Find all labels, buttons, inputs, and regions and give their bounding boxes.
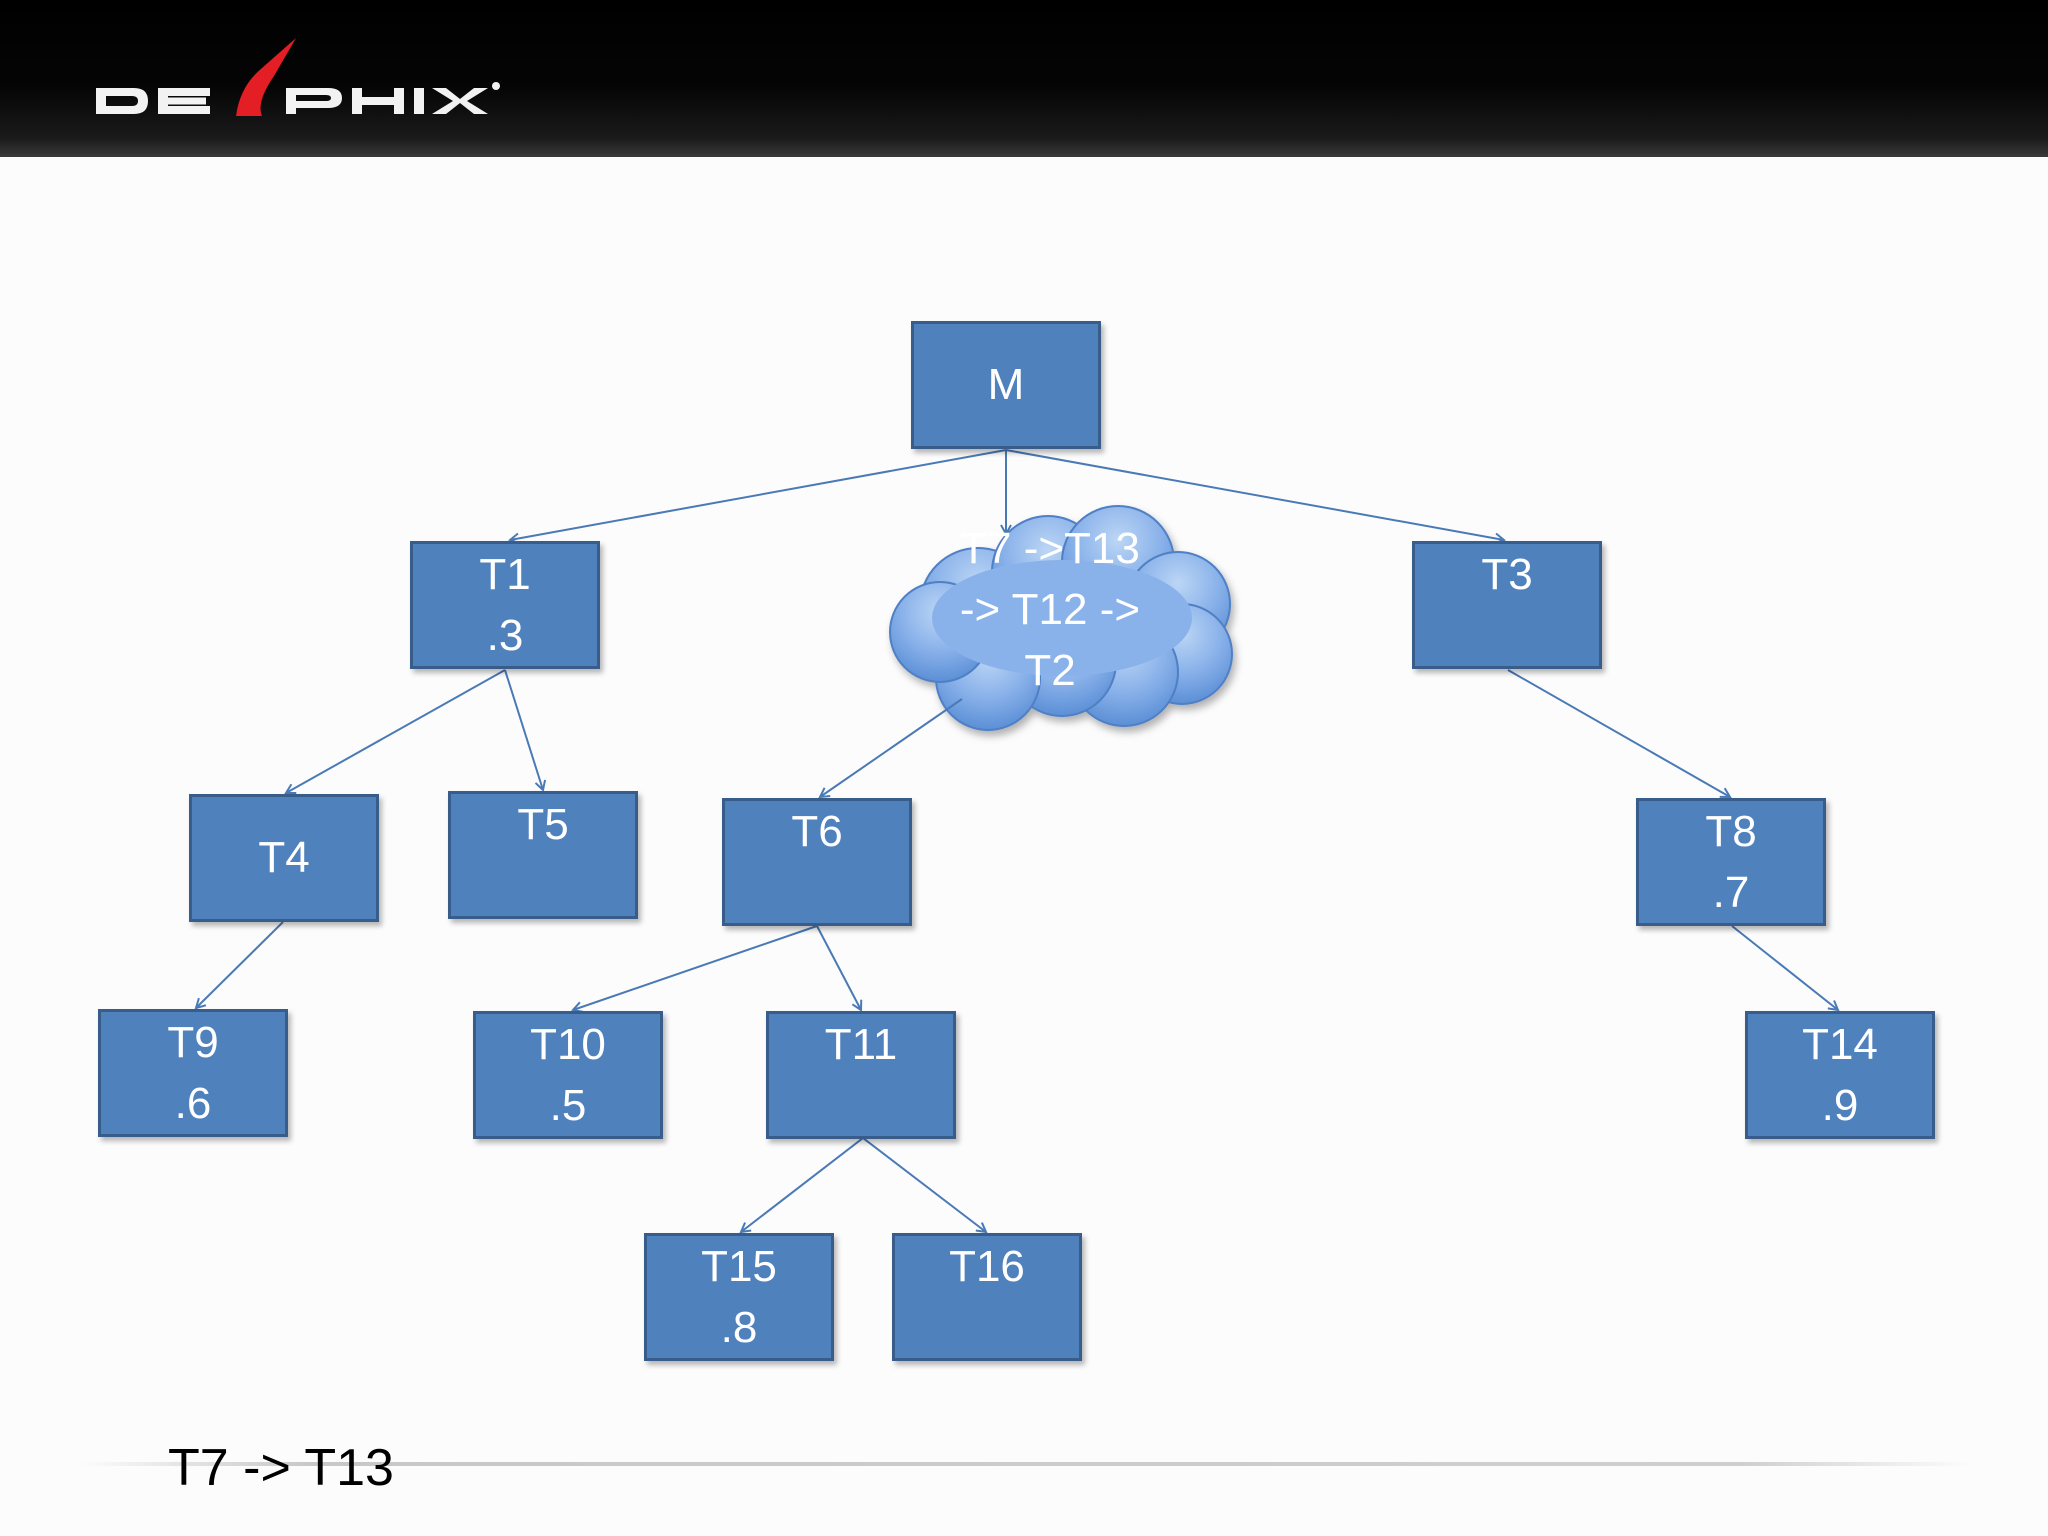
node-t1: T1 .3 [410,541,600,669]
header-bar [0,0,2048,157]
node-t4: T4 [189,794,379,922]
edge-m-t3 [1005,449,1504,540]
node-t14-label: T14 [1802,1020,1878,1069]
edge-m-t1 [510,449,1007,540]
edge-cloud-t6 [820,698,963,797]
cloud-line-2: -> T12 -> [959,585,1141,634]
cloud-line-3: T2 [1024,646,1076,695]
node-t3: T3 [1412,541,1602,669]
cloud-line-1: T7 ->T13 [960,524,1140,573]
slide-caption: T7 -> T13 [168,1439,394,1497]
node-t8: T8 .7 [1636,798,1826,926]
node-t5-label: T5 [517,800,569,849]
edge-t1-t4 [286,669,506,793]
edges [196,449,1838,1232]
node-t6: T6 [722,798,912,926]
node-t4-label: T4 [258,833,310,882]
node-t14: T14 .9 [1745,1011,1935,1139]
edge-t6-t11 [816,925,861,1010]
node-t11-label: T11 [824,1020,898,1069]
node-t1-value: .3 [486,611,524,660]
footer-divider [80,1462,1970,1466]
node-t3-label: T3 [1481,550,1533,599]
delphix-logo [96,38,500,116]
node-t10-value: .5 [549,1081,587,1130]
node-t9-label: T9 [167,1018,219,1067]
node-t8-label: T8 [1705,807,1757,856]
edge-t1-t5 [504,669,543,790]
node-t16-label: T16 [949,1242,1025,1291]
node-t5: T5 [448,791,638,919]
edge-t8-t14 [1731,925,1838,1010]
node-t8-value: .7 [1712,868,1750,917]
node-t15-label: T15 [701,1242,777,1291]
node-t15: T15 .8 [644,1233,834,1361]
node-m-label: M [987,360,1025,409]
node-t14-value: .9 [1821,1081,1859,1130]
node-t6-label: T6 [791,807,843,856]
node-t1-label: T1 [479,550,531,599]
node-t15-value: .8 [720,1303,758,1352]
edge-t4-t9 [196,921,284,1008]
edge-t11-t16 [862,1137,986,1232]
edge-t6-t10 [573,925,818,1010]
node-t10: T10 .5 [473,1011,663,1139]
cloud-node [889,505,1233,731]
node-t16: T16 [892,1233,1082,1361]
node-m: M [911,321,1101,449]
edge-t3-t8 [1507,669,1730,797]
node-t9-value: .6 [174,1079,212,1128]
edge-t11-t15 [741,1137,864,1232]
cloud-label: T7 ->T13 -> T12 -> T2 [900,518,1200,701]
node-t10-label: T10 [530,1020,606,1069]
node-t11: T11 [766,1011,956,1139]
node-t9: T9 .6 [98,1009,288,1137]
